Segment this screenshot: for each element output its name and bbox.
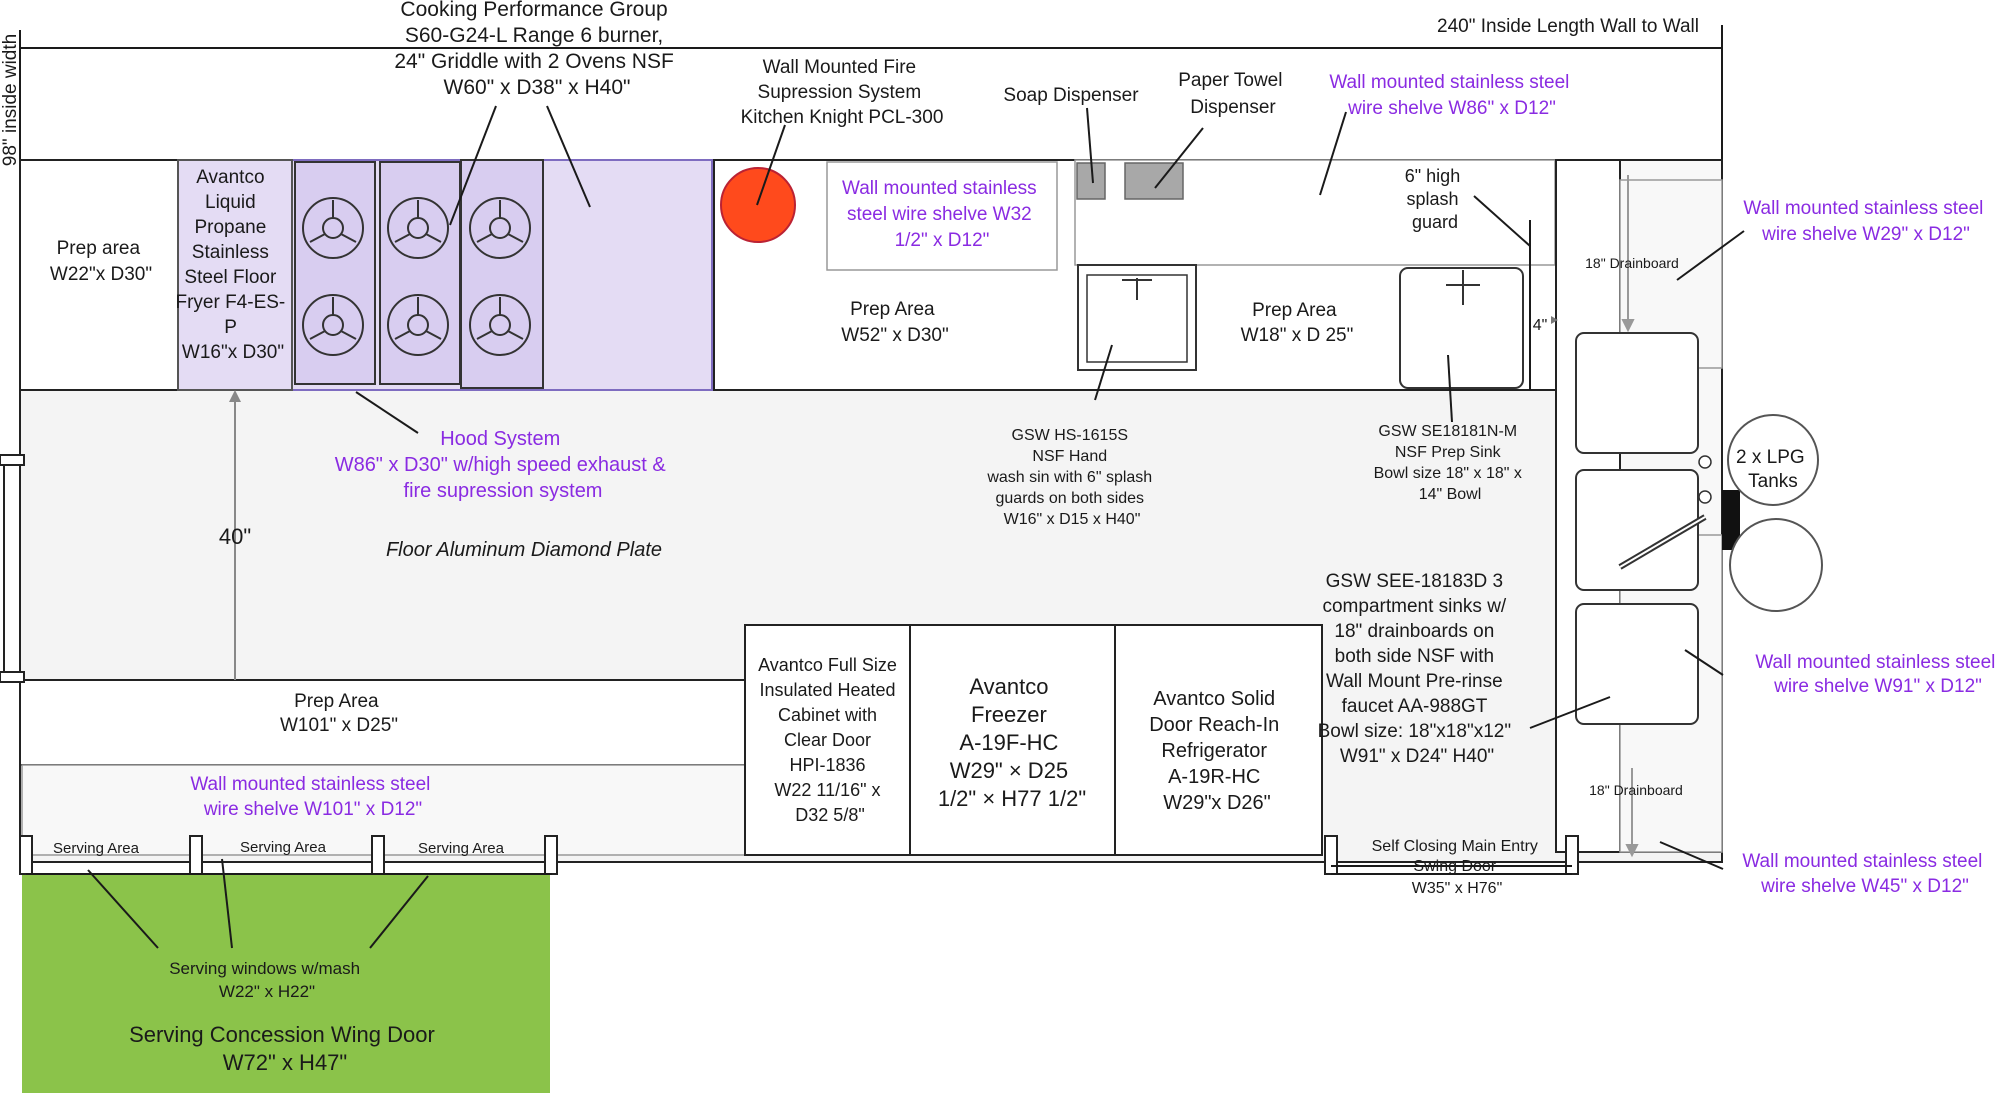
top-margin-zone [20, 48, 1722, 160]
left-side-door [0, 454, 25, 683]
prep-w18-label: Prep Area W18" x D 25" [1241, 300, 1354, 346]
serving-window-posts [19, 835, 558, 875]
splash-gap-label: 4" [1533, 317, 1548, 334]
shelf-w45-label: Wall mounted stainless steel wire shelve… [1742, 851, 1987, 897]
shelf-w29-label: Wall mounted stainless steel wire shelve… [1743, 198, 1988, 245]
prep-area-w101 [19, 679, 747, 766]
heated-cabinet [744, 624, 911, 856]
lpg-label: 2 x LPG Tanks [1736, 447, 1810, 492]
range-burners [294, 159, 544, 389]
prep-w101-label: Prep Area W101" x D25" [280, 691, 398, 736]
serving-wing-door[interactable] [22, 875, 550, 1093]
serving-windows-label: Serving windows w/mash W22" x H22" [169, 959, 365, 1001]
aisle-dimension-label: 40" [219, 524, 251, 549]
drainboard-top-label: 18" Drainboard [1585, 255, 1679, 271]
compartment-sink-bowls [1575, 332, 1712, 725]
fryer-box [177, 159, 293, 391]
entry-door-label: Self Closing Main Entry Swing Door W35" … [1372, 838, 1543, 897]
shelf-w91-label: Wall mounted stainless steel wire shelve… [1755, 652, 2000, 697]
prep-left-label: Prep area W22"x D30" [50, 238, 152, 285]
paper-towel-label: Paper Towel Dispenser [1178, 70, 1288, 118]
floor-label: Floor Aluminum Diamond Plate [386, 539, 662, 561]
compartment-sink-label: GSW SEE-18183D 3 compartment sinks w/ 18… [1318, 571, 1517, 767]
prep-sink-label: GSW SE18181N-M NSF Prep Sink Bowl size 1… [1374, 423, 1527, 503]
range-label: Cooking Performance Group S60-G24-L Rang… [394, 0, 679, 99]
leader-lines [87, 105, 1745, 949]
freezer [909, 624, 1116, 856]
splash-guard-label: 6" high splash guard [1405, 166, 1465, 232]
soap-dispenser-label: Soap Dispenser [1003, 85, 1139, 106]
drainboard-bottom-label: 18" Drainboard [1589, 782, 1683, 798]
hand-sink [1077, 264, 1197, 371]
prep-w52-label: Prep Area W52" x D30" [841, 299, 948, 346]
heated-cabinet-label: Avantco Full Size Insulated Heated Cabin… [758, 655, 902, 825]
shelf-w32-label: Wall mounted stainless steel wire shelve… [842, 178, 1042, 251]
drainboard-arrows [1621, 175, 1639, 858]
paper-towel-dispenser-icon [1124, 162, 1184, 200]
wing-door-label: Serving Concession Wing Door W72" x H47" [129, 1022, 441, 1075]
fire-system-label: Wall Mounted Fire Supression System Kitc… [741, 57, 944, 128]
refrigerator [1114, 624, 1323, 856]
fryer-label: Avantco Liquid Propane Stainless Steel F… [175, 167, 290, 363]
prep-sink [1399, 267, 1524, 389]
serving-area-label-1: Serving Area [53, 840, 140, 857]
serving-area-label-3: Serving Area [418, 840, 505, 857]
length-dimension-label: 240" Inside Length Wall to Wall [1437, 16, 1699, 37]
width-dimension-label: 98" inside width [0, 34, 21, 166]
hood-label: Hood System W86" x D30" w/high speed exh… [335, 428, 672, 502]
wall-shelf-w32 [826, 161, 1058, 271]
entry-door[interactable] [1324, 835, 1579, 875]
shelf-w86-label: Wall mounted stainless steel wire shelve… [1329, 72, 1574, 119]
hand-sink-label: GSW HS-1615S NSF Hand wash sin with 6" s… [986, 427, 1156, 528]
splash-gap-arrowhead [1551, 316, 1558, 324]
serving-area-label-2: Serving Area [240, 839, 327, 856]
freezer-label: Avantco Freezer A-19F-HC W29" × D25 1/2"… [938, 674, 1086, 811]
refrigerator-label: Avantco Solid Door Reach-In Refrigerator… [1149, 688, 1285, 814]
aisle-arrowhead [229, 390, 241, 402]
lpg-tanks [1722, 414, 1823, 612]
shelf-w101-label: Wall mounted stainless steel wire shelve… [190, 774, 435, 820]
